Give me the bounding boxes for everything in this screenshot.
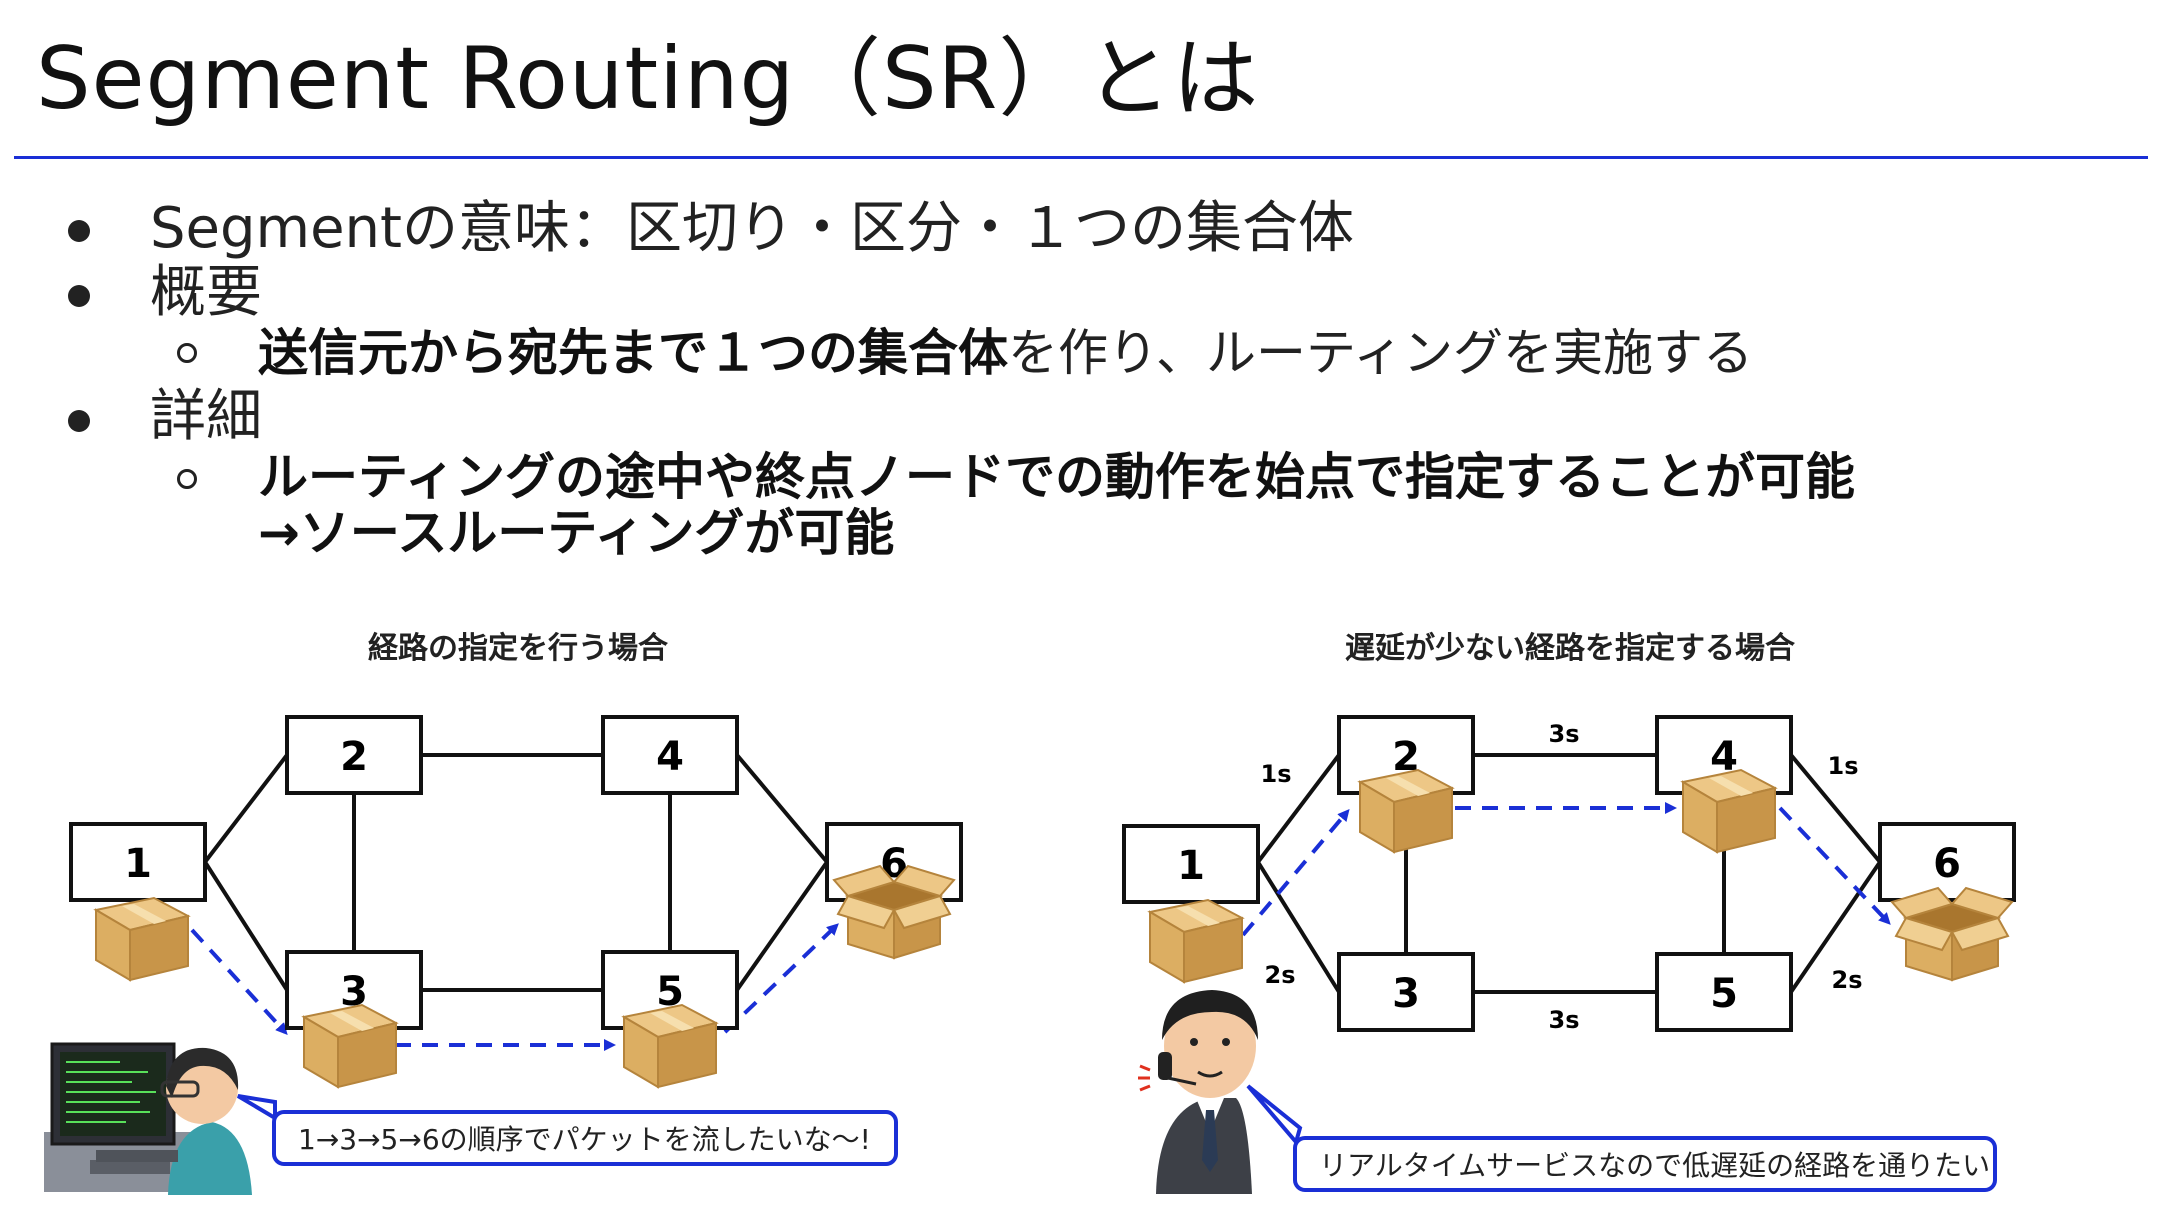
node-label: 1	[1177, 843, 1205, 889]
edge-label-1-3: 2s	[1265, 961, 1296, 989]
bullet-dot	[68, 410, 90, 432]
package-icon	[1359, 769, 1453, 853]
node-label: 5	[1710, 971, 1738, 1017]
edge-label-5-6: 2s	[1832, 966, 1863, 994]
right-speech-bubble: リアルタイムサービスなので低遅延の経路を通りたい	[1293, 1136, 1997, 1192]
right-node-1: 1	[1122, 824, 1260, 904]
left-diagram-title: 経路の指定を行う場合	[368, 631, 668, 666]
bullet-dot	[68, 220, 90, 242]
overview-bold: 送信元から宛先まで１つの集合体	[258, 324, 1008, 382]
overview-rest: を作り、ルーティングを実施する	[1008, 324, 1753, 382]
sub-bullet-overview: 送信元から宛先まで１つの集合体を作り、ルーティングを実施する	[258, 326, 1753, 381]
node-label: 4	[656, 734, 684, 780]
left-node-2: 2	[285, 715, 423, 795]
right-node-6: 6	[1878, 822, 2016, 902]
person-at-computer-icon	[44, 1042, 252, 1195]
sub-bullet-details: ルーティングの途中や終点ノードでの動作を始点で指定することが可能	[258, 448, 1855, 506]
right-diagram: 1 2 3 4 5 6 1s 2s	[1122, 715, 2016, 1194]
sub-bullet-circle	[177, 343, 197, 363]
package-icon	[1149, 899, 1243, 983]
package-icon	[95, 897, 189, 981]
right-node-5: 5	[1655, 952, 1793, 1032]
edge-label-3-5: 3s	[1549, 1006, 1580, 1034]
node-label: 6	[1933, 841, 1961, 887]
bullet-overview: 概要	[150, 260, 262, 325]
edge-label-4-6: 1s	[1828, 752, 1859, 780]
node-label: 3	[1392, 971, 1420, 1017]
sub-bullet-source-routing: →ソースルーティングが可能	[258, 504, 895, 562]
edge-label-2-4: 3s	[1549, 720, 1580, 748]
left-speech-bubble: 1→3→5→6の順序でパケットを流したいな〜!	[272, 1110, 898, 1166]
slide-title: Segment Routing（SR）とは	[36, 29, 1260, 129]
sub-bullet-circle	[177, 469, 197, 489]
right-diagram-title: 遅延が少ない経路を指定する場合	[1345, 631, 1795, 666]
edge-label-1-2: 1s	[1261, 760, 1292, 788]
package-icon	[303, 1004, 397, 1088]
left-node-1: 1	[69, 822, 207, 902]
node-label: 1	[124, 841, 152, 887]
bullet-details: 詳細	[150, 384, 262, 449]
node-label: 2	[340, 734, 368, 780]
right-node-3: 3	[1337, 952, 1475, 1032]
package-icon	[623, 1004, 717, 1088]
left-diagram: 1 2 3 4 5 6	[44, 715, 963, 1195]
left-node-4: 4	[601, 715, 739, 795]
bullet-dot	[68, 285, 90, 307]
bullet-segment-meaning: Segmentの意味：区切り・区分・１つの集合体	[150, 196, 1354, 261]
package-icon	[1682, 769, 1776, 853]
title-underline	[14, 156, 2148, 159]
businessman-headset-icon	[1138, 990, 1258, 1194]
